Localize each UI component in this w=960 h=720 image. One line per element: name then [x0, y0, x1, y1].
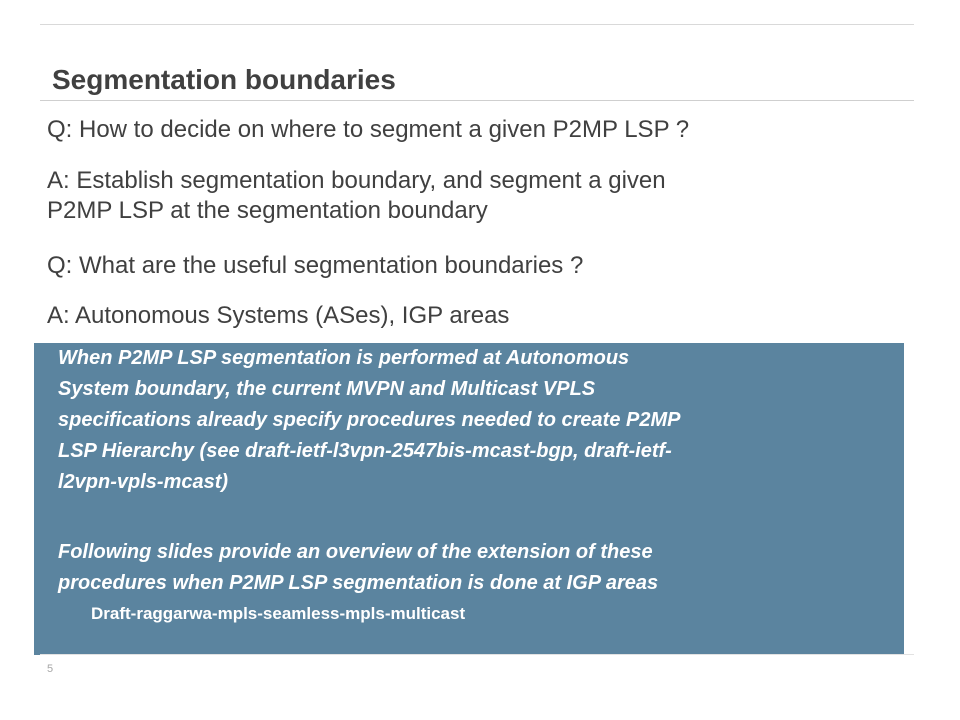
answer-1-line-1: A: Establish segmentation boundary, and …: [47, 167, 666, 194]
title-underline: [40, 100, 914, 101]
callout-line: Following slides provide an overview of …: [58, 541, 653, 563]
callout-paragraph-igp-areas: Following slides provide an overview of …: [58, 537, 898, 599]
question-1: Q: How to decide on where to segment a g…: [47, 115, 689, 145]
question-2: Q: What are the useful segmentation boun…: [47, 251, 583, 281]
answer-2: A: Autonomous Systems (ASes), IGP areas: [47, 301, 509, 331]
answer-1-line-2: P2MP LSP at the segmentation boundary: [47, 197, 488, 224]
callout-line: procedures when P2MP LSP segmentation is…: [58, 572, 659, 594]
callout-paragraph-as-boundary: When P2MP LSP segmentation is performed …: [58, 343, 898, 498]
callout-box: When P2MP LSP segmentation is performed …: [34, 343, 904, 655]
header-divider: [40, 24, 914, 25]
callout-line: specifications already specify procedure…: [58, 409, 681, 431]
question-1-line-1: Q: How to decide on where to segment a g…: [47, 116, 690, 143]
callout-line: l2vpn-vpls-mcast): [58, 471, 229, 493]
callout-line: LSP Hierarchy (see draft-ietf-l3vpn-2547…: [58, 440, 672, 462]
slide-title: Segmentation boundaries: [52, 64, 396, 95]
answer-2-line-1: A: Autonomous Systems (ASes), IGP areas: [47, 302, 510, 329]
draft-reference: Draft-raggarwa-mpls-seamless-mpls-multic…: [91, 604, 466, 623]
callout-line: When P2MP LSP segmentation is performed …: [58, 347, 630, 369]
callout-line: System boundary, the current MVPN and Mu…: [58, 378, 596, 400]
footer-divider: [40, 654, 914, 655]
answer-1: A: Establish segmentation boundary, and …: [47, 166, 666, 226]
question-2-line-1: Q: What are the useful segmentation boun…: [47, 252, 584, 279]
page-number: 5: [47, 663, 54, 675]
